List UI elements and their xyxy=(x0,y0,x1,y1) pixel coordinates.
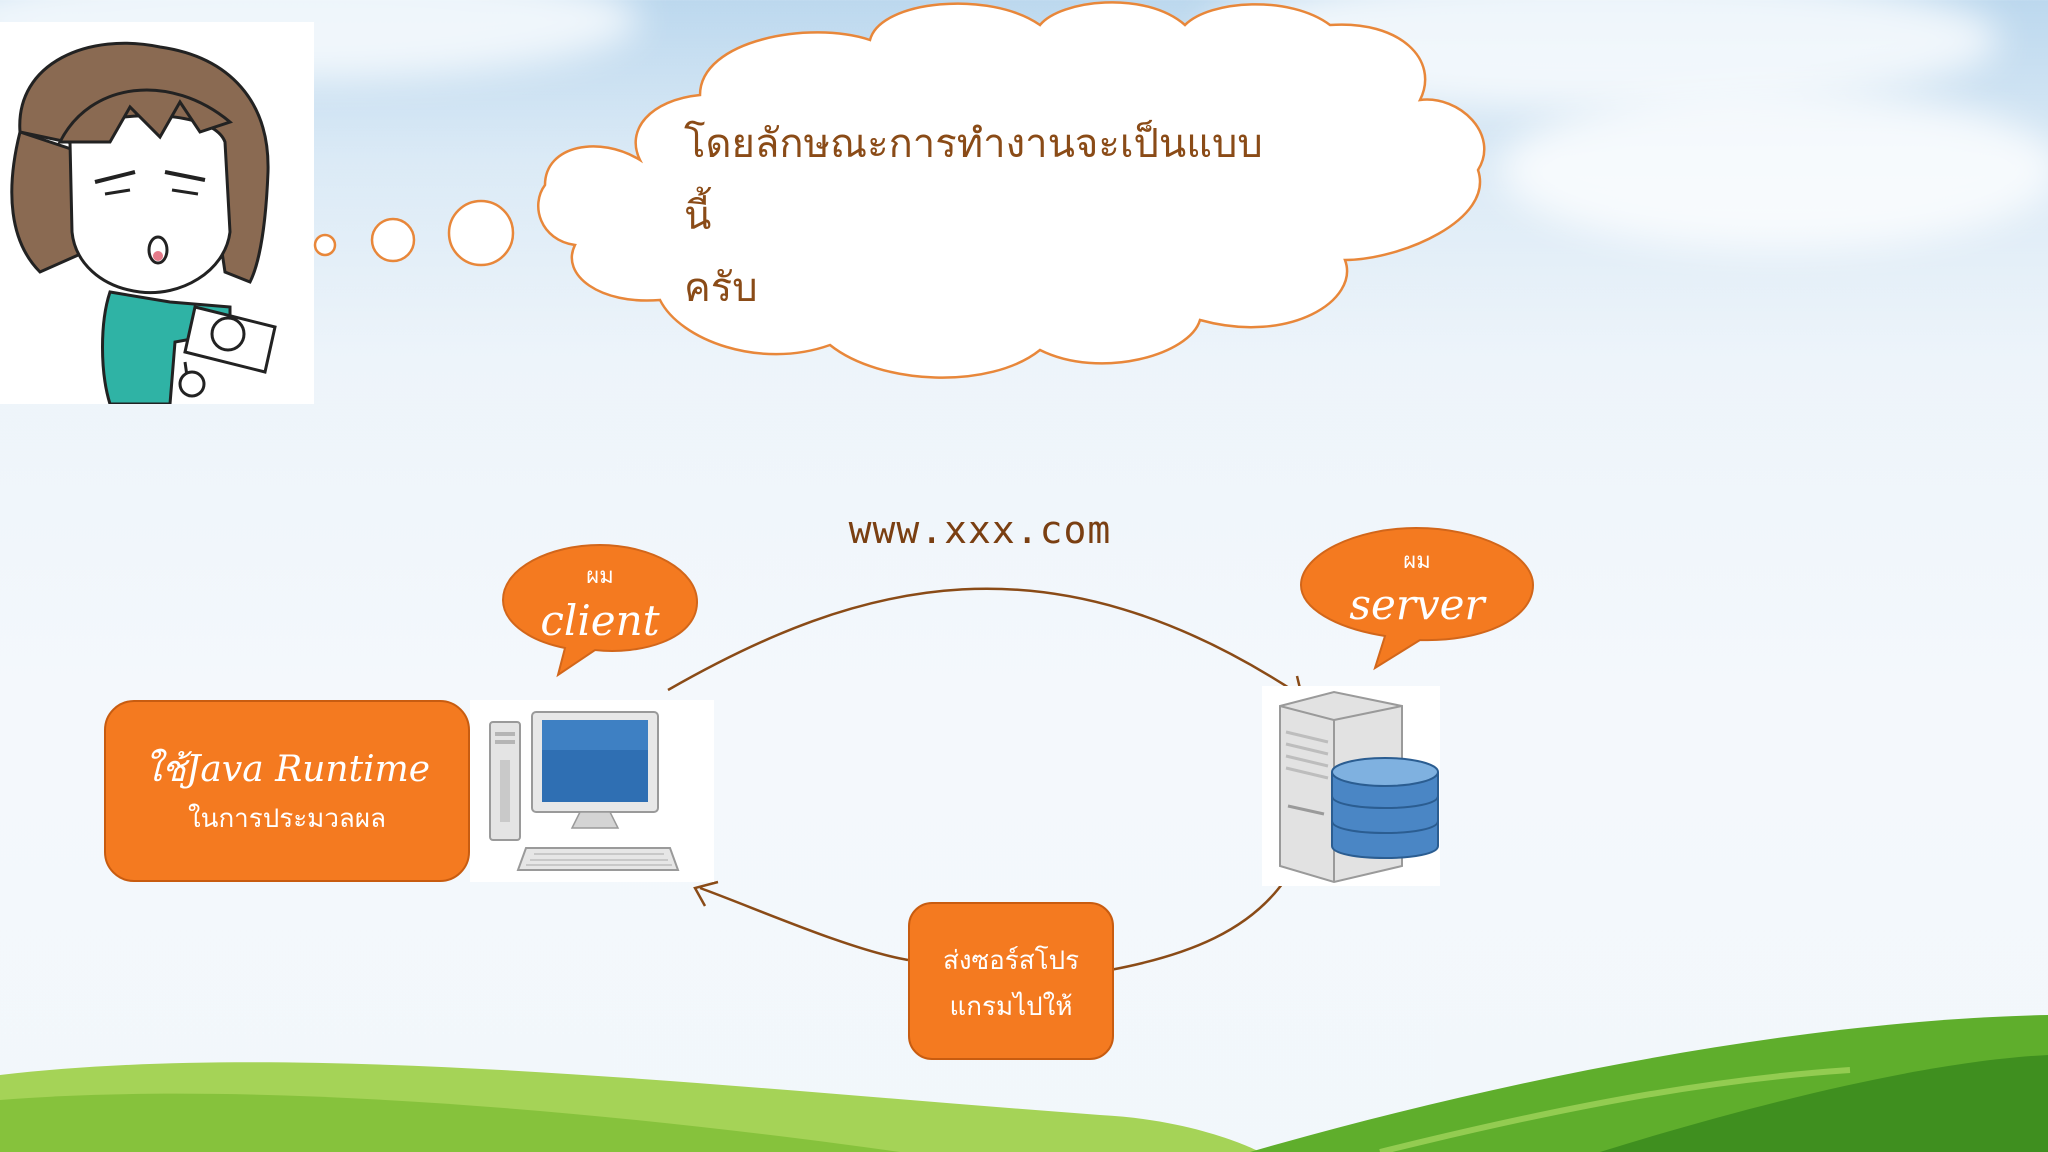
client-bubble-label: client xyxy=(540,596,660,645)
girl-cartoon-icon xyxy=(10,41,277,406)
character-illustration xyxy=(0,22,314,406)
database-server-icon xyxy=(1279,690,1439,884)
client-bubble-small-text: ผม xyxy=(586,564,614,589)
response-arrowhead xyxy=(693,880,719,907)
thought-text: โดยลักษณะการทำงานจะเป็นแบบนี้ ครับ xyxy=(684,108,1284,324)
thought-line-2: ครับ xyxy=(684,265,758,311)
server-bubble-small-text: ผม xyxy=(1403,549,1431,574)
server-bubble-shape xyxy=(1299,526,1535,671)
response-arrow xyxy=(699,879,1287,972)
send-source-line-1: ส่งซอร์สโปร xyxy=(942,946,1080,976)
runtime-box-line-2: ในการประมวลผล xyxy=(187,804,387,834)
send-source-line-2: แกรมไปให้ xyxy=(949,992,1073,1022)
runtime-box: ใช้Java Runtime ในการประมวลผล xyxy=(104,700,470,882)
send-source-box: ส่งซอร์สโปร แกรมไปให้ xyxy=(908,902,1114,1060)
runtime-box-line-1: ใช้Java Runtime xyxy=(143,749,431,790)
request-arrow xyxy=(667,587,1301,697)
server-icon-panel xyxy=(1262,686,1440,886)
server-bubble-label: server xyxy=(1349,580,1485,629)
url-label: www.xxx.com xyxy=(848,508,1112,552)
sky-cloud xyxy=(1500,90,2048,250)
client-computer xyxy=(470,700,714,882)
thought-line-1: โดยลักษณะการทำงานจะเป็นแบบนี้ xyxy=(684,121,1263,239)
client-bubble-shape xyxy=(501,543,699,678)
desktop-computer-icon xyxy=(489,711,680,871)
